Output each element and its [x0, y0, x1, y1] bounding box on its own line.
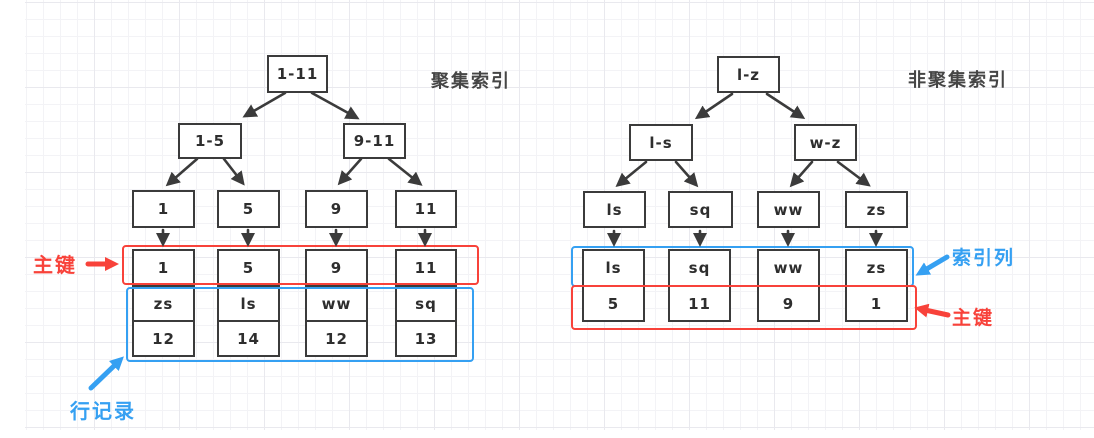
- left-primary-key-highlight: [122, 245, 479, 285]
- tree-edge-arrow: [615, 160, 648, 187]
- tree-edge-arrow: [789, 160, 814, 188]
- left-num-cell: 14: [217, 320, 280, 357]
- right-leaf-node: ls: [583, 191, 646, 228]
- tree-edge-arrow: [765, 92, 806, 120]
- index-column-label: 索引列: [952, 247, 1016, 269]
- tree-edge-arrow: [310, 91, 360, 120]
- right-leaf-node: ww: [757, 191, 820, 228]
- right-pk-cell: 9: [757, 285, 820, 322]
- left-internal-node: 1-5: [178, 123, 242, 159]
- tree-edge-arrow: [387, 157, 423, 186]
- left-leaf-node: 5: [217, 190, 280, 228]
- left-root-node: 1-11: [267, 55, 328, 93]
- left-num-cell: 13: [395, 320, 457, 357]
- row-record-pointer-arrow: [88, 356, 124, 391]
- tree-edge-arrow: [836, 160, 871, 187]
- right-pk-cell: 1: [845, 285, 908, 322]
- right-internal-node: w-z: [794, 124, 857, 161]
- row-record-label: 行记录: [70, 399, 136, 423]
- left-primary-key-label: 主键: [33, 253, 77, 277]
- tree-edge-arrow: [165, 157, 199, 187]
- left-pk-cell: 11: [395, 249, 457, 287]
- right-leaf-to-row-arrows: [607, 229, 883, 247]
- left-row-record-highlight: [126, 287, 474, 362]
- right-index-column-highlight: [571, 246, 914, 287]
- left-leaf-node: 1: [132, 190, 195, 228]
- left-name-cell: ww: [305, 285, 368, 322]
- left-leaf-node: 11: [395, 190, 457, 228]
- right-pk-cell: 11: [668, 285, 731, 322]
- right-root-node: l-z: [717, 56, 780, 93]
- left-name-cell: ls: [217, 285, 280, 322]
- clustered-index-title: 聚集索引: [431, 71, 511, 92]
- left-margin: [0, 0, 25, 438]
- left-leaf-node: 9: [305, 190, 368, 228]
- bottom-margin: [0, 430, 1094, 438]
- left-internal-node: 9-11: [343, 123, 406, 159]
- tree-edge-arrow: [222, 157, 245, 186]
- right-primary-key-highlight: [571, 285, 917, 330]
- right-index-cell: ls: [582, 249, 645, 287]
- left-num-cell: 12: [305, 320, 368, 357]
- tree-edge-arrow: [242, 91, 287, 118]
- primary-key-pointer-arrow: [914, 303, 951, 318]
- left-num-cell: 12: [132, 320, 195, 357]
- index-column-pointer-arrow: [915, 254, 950, 276]
- left-leaf-to-row-arrows: [156, 228, 432, 247]
- nonclustered-index-title: 非聚集索引: [908, 70, 1008, 91]
- left-name-cell: sq: [395, 285, 457, 322]
- right-leaf-node: zs: [845, 191, 908, 228]
- left-name-cell: zs: [132, 285, 195, 322]
- tree-edge-arrow: [337, 157, 363, 186]
- tree-edge-arrow: [674, 160, 699, 188]
- right-leaf-node: sq: [668, 191, 733, 228]
- right-primary-key-label: 主键: [952, 307, 995, 329]
- right-internal-node: l-s: [629, 124, 693, 161]
- tree-edge-arrow: [694, 92, 734, 120]
- left-pk-cell: 1: [132, 249, 195, 287]
